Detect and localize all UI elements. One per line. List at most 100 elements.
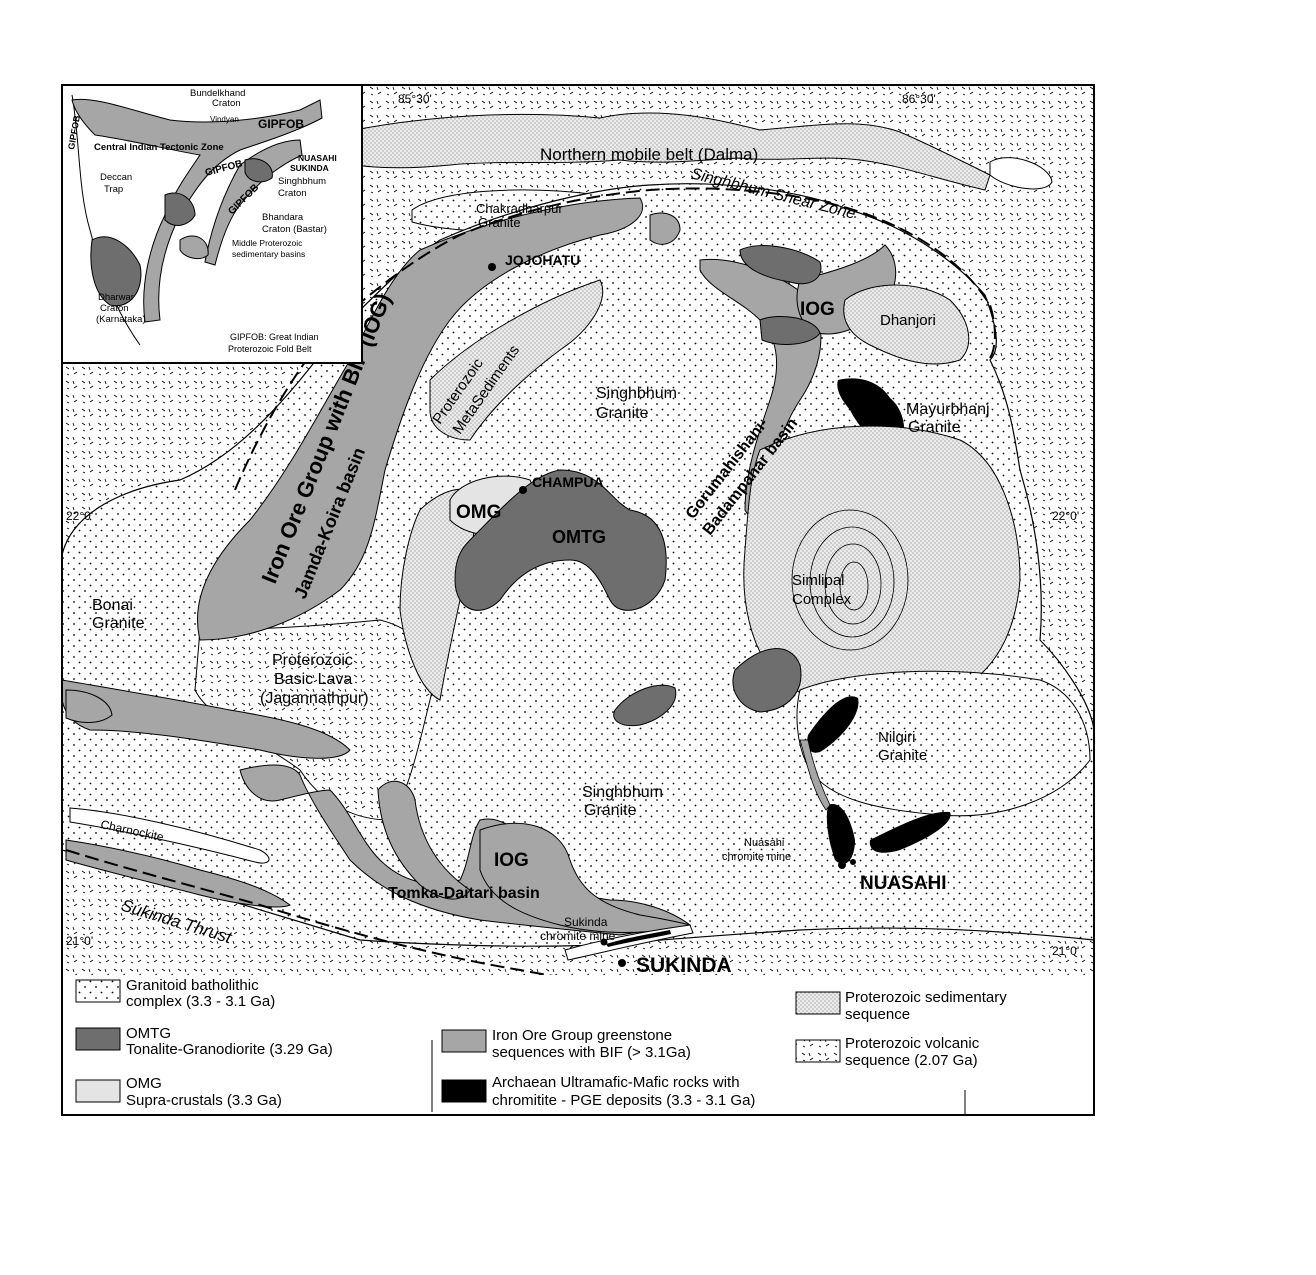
jojohatu-dot: [488, 263, 496, 271]
inset-middle-basin: [179, 235, 209, 260]
legend-omg-1: OMG: [126, 1075, 162, 1092]
simlipal-ring-3: [824, 543, 882, 625]
label-nuasahi-mine-1: Nuasahi: [744, 837, 784, 849]
inset-singhbhum: [244, 158, 273, 183]
inset-map: Bundelkhand Craton Vindyan GIPFOB GIPFOB…: [61, 84, 363, 364]
proterozoic-metasediments: [429, 279, 604, 441]
coord-right-22: 22°0': [1052, 509, 1079, 523]
label-northern-belt: Northern mobile belt (Dalma): [540, 145, 758, 164]
sukinda-thrust: [65, 849, 554, 975]
label-mayurbhanj-2: Granite: [908, 419, 961, 436]
nuasahi-dot-2: [850, 859, 856, 865]
locality-sukinda: SUKINDA: [636, 954, 732, 977]
iog-west-long: [377, 780, 471, 900]
label-nilgiri-1: Nilgiri: [878, 729, 916, 746]
inset-sukinda: SUKINDA: [290, 163, 329, 173]
label-proto-lava-2: Basic Lava: [274, 671, 352, 688]
nilgiri-granite: [796, 670, 1091, 817]
simlipal-ring-1: [791, 509, 909, 651]
inset-singhbhum-2: Craton: [278, 188, 307, 199]
iog-charnockite-belt: [65, 839, 291, 908]
inset-deccan-1: Deccan: [100, 172, 132, 183]
simlipal-ring-2: [809, 526, 895, 638]
legend-swatch-omtg: [75, 1027, 121, 1051]
inset-dharwar-3: (Karnataka): [96, 314, 146, 325]
sukinda-dot: [618, 959, 626, 967]
label-singhbhum-granite-2b: Granite: [584, 802, 637, 819]
label-iog-s: IOG: [494, 850, 529, 871]
inset-india-west-coast: [71, 94, 141, 346]
legend-swatch-iog: [441, 1029, 487, 1053]
legend-swatch-proto-vol: [795, 1039, 841, 1063]
iog-ne-small: [649, 212, 681, 245]
inset-gipfob-def-1: GIPFOB: Great Indian: [230, 332, 319, 342]
iog-sw-band: [62, 679, 351, 759]
sukinda-ultramafic: [606, 930, 671, 947]
inset-gipfob-1: GIPFOB: [258, 117, 304, 131]
label-bonai-2: Granite: [92, 615, 145, 632]
label-chakradharpur-1: Chakradharpur: [476, 201, 563, 216]
label-sukinda-mine-2: chromite mine: [540, 929, 616, 943]
legend-ultra-1: Archaean Ultramafic-Mafic rocks with: [492, 1074, 740, 1091]
iog-central-s: [613, 684, 677, 727]
omtg-ne-1: [739, 245, 822, 285]
label-nilgiri-2: Granite: [878, 747, 927, 764]
sukinda-mine-dot: [600, 938, 608, 946]
legend: Granitoid batholithic complex (3.3 - 3.1…: [75, 977, 1007, 1115]
dalma-ellipse: [989, 157, 1053, 190]
inset-bhandara-2: Craton (Bastar): [262, 224, 327, 235]
legend-proto-vol-1: Proterozoic volcanic: [845, 1035, 980, 1052]
label-iog-ne: IOG: [800, 299, 835, 320]
jagannathpur-lava: [194, 619, 434, 821]
label-chakradharpur-2: Granite: [478, 215, 521, 230]
inset-dharwar-2: Craton: [100, 303, 129, 314]
label-bonai-1: Bonai: [92, 597, 133, 614]
label-sukinda-mine-1: Sukinda: [564, 915, 608, 929]
label-singhbhum-granite-1b: Granite: [596, 405, 649, 422]
legend-granitoid-1: Granitoid batholithic: [126, 977, 259, 994]
coord-top-right: 86°30': [902, 92, 936, 106]
locality-champua: CHAMPUA: [532, 474, 604, 490]
inset-middle-1: Middle Proterozoic: [232, 238, 303, 248]
map-body: [62, 85, 1094, 975]
legend-iog-1: Iron Ore Group greenstone: [492, 1027, 672, 1044]
legend-iog-2: sequences with BIF (> 3.1Ga): [492, 1044, 691, 1061]
nuasahi-ultramafic-3: [869, 811, 951, 853]
legend-swatch-ultramafic: [441, 1079, 487, 1103]
locality-nuasahi: NUASAHI: [860, 873, 947, 894]
simlipal-ring-4: [839, 561, 869, 611]
omtg-ne-2: [759, 315, 821, 345]
nuasahi-dot: [838, 861, 846, 869]
legend-proto-sed-1: Proterozoic sedimentary: [845, 989, 1007, 1006]
iog-nuasahi-link: [799, 739, 831, 811]
legend-proto-sed-2: sequence: [845, 1006, 910, 1023]
inset-bhandara-1: Bhandara: [262, 212, 304, 223]
iog-western-band: [196, 197, 643, 641]
coord-left-21: 21°0': [66, 934, 93, 948]
label-simlipal-1: Simlipal: [792, 572, 845, 589]
nuasahi-ultramafic-2: [826, 804, 855, 864]
inset-bundelkhand-2: Craton: [212, 98, 241, 109]
legend-omg-2: Supra-crustals (3.3 Ga): [126, 1092, 282, 1109]
coord-right-21: 21°0': [1052, 944, 1079, 958]
iog-simlipal-s: [732, 648, 802, 713]
label-tomka: Tomka-Daitari basin: [388, 885, 540, 902]
label-mayurbhanj-1: Mayurbhanj: [906, 401, 990, 418]
inset-vindyan: Vindyan: [210, 115, 239, 124]
label-dhanjori: Dhanjori: [880, 312, 936, 329]
coord-left-22: 22°0': [66, 509, 93, 523]
locality-jojohatu: JOJOHATU: [505, 252, 580, 268]
label-nuasahi-mine-2: chromite mine: [722, 851, 791, 863]
inset-singhbhum-1: Singhbhum: [278, 176, 326, 187]
northern-belt-sediments: [329, 112, 991, 191]
map-frame: [61, 84, 1095, 1116]
legend-granitoid-2: complex (3.3 - 3.1 Ga): [126, 993, 275, 1010]
legend-omtg-2: Tonalite-Granodiorite (3.29 Ga): [126, 1041, 333, 1058]
legend-ultra-2: chromitite - PGE deposits (3.3 - 3.1 Ga): [492, 1092, 755, 1109]
charnockite: [69, 807, 270, 864]
label-omg: OMG: [456, 502, 501, 523]
inset-bhandara: [164, 192, 196, 226]
legend-proto-vol-2: sequence (2.07 Ga): [845, 1052, 978, 1069]
label-singhbhum-granite-1a: Singhbhum: [596, 385, 677, 402]
inset-middle-2: sedimentary basins: [232, 249, 305, 259]
